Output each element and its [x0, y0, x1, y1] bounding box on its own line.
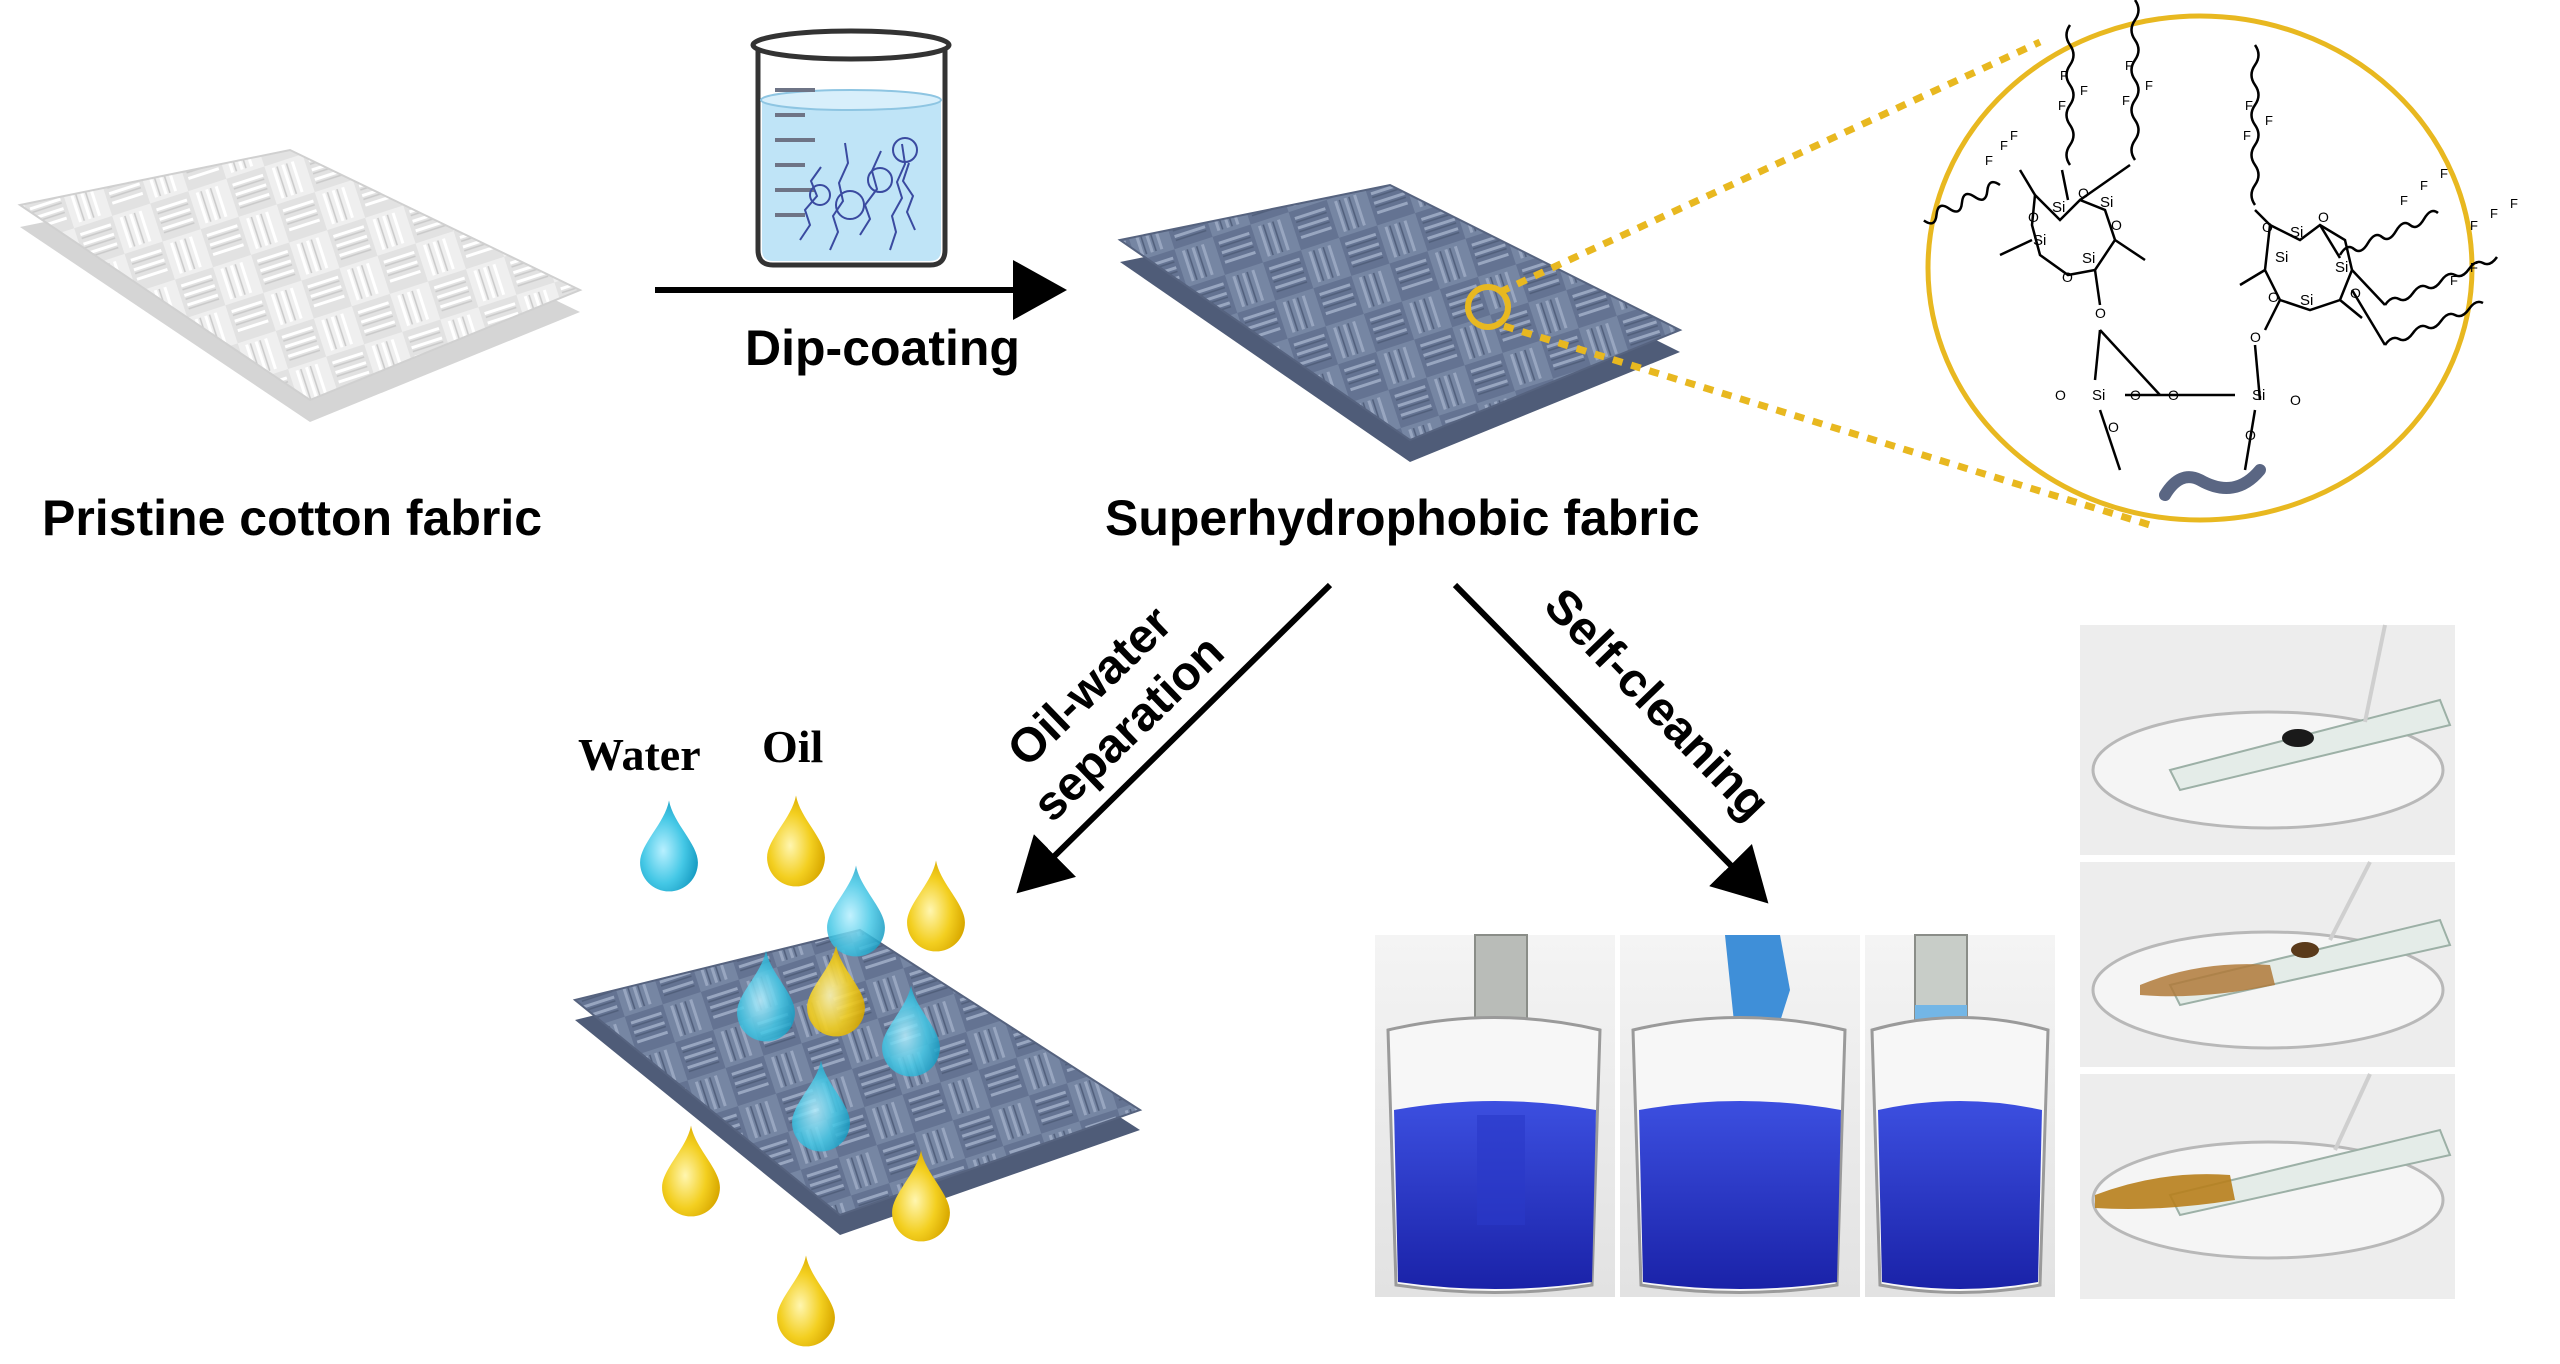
magnifier-callout	[1465, 13, 2475, 529]
svg-text:Si: Si	[2275, 249, 2288, 266]
svg-text:Si: Si	[2290, 224, 2303, 241]
svg-text:F: F	[2490, 206, 2498, 221]
svg-text:F: F	[1985, 153, 1993, 168]
svg-text:F: F	[2245, 98, 2253, 113]
svg-text:F: F	[2400, 193, 2408, 208]
svg-text:O: O	[2095, 305, 2106, 321]
oil-label: Oil	[762, 721, 823, 772]
svg-text:Si: Si	[2300, 292, 2313, 309]
fluorosilane-structure: FFF FFF FFF FFF FFF FFF FF	[1923, 0, 2518, 501]
svg-text:F: F	[2000, 138, 2008, 153]
svg-text:F: F	[2470, 218, 2478, 233]
svg-text:F: F	[2125, 58, 2133, 73]
svg-text:O: O	[2111, 217, 2122, 233]
svg-text:Si: Si	[2033, 232, 2046, 249]
beaker-icon	[750, 28, 952, 268]
oil-water-fabric-illustration	[572, 928, 1143, 1235]
dip-coating-label: Dip-coating	[745, 320, 1020, 376]
svg-text:Si: Si	[2335, 259, 2348, 276]
svg-text:F: F	[2265, 113, 2273, 128]
svg-text:Si: Si	[2082, 250, 2095, 267]
svg-text:Si: Si	[2052, 199, 2065, 216]
svg-text:O: O	[2108, 419, 2119, 435]
self-cleaning-beaker-photos	[1375, 934, 2055, 1297]
svg-text:F: F	[2010, 128, 2018, 143]
svg-text:F: F	[2145, 78, 2153, 93]
petri-photo-2	[2080, 861, 2455, 1067]
superhydrophobic-fabric-illustration	[1117, 183, 1683, 462]
svg-text:O: O	[2130, 387, 2141, 403]
water-label: Water	[578, 729, 701, 780]
svg-text:F: F	[2510, 196, 2518, 211]
svg-text:Si: Si	[2252, 387, 2265, 404]
beaker-photo-1	[1375, 934, 1615, 1297]
svg-text:F: F	[2420, 178, 2428, 193]
pristine-fabric-label: Pristine cotton fabric	[42, 490, 542, 546]
pristine-fabric-illustration	[17, 148, 583, 422]
self-cleaning-petri-photos	[2080, 624, 2455, 1299]
svg-text:F: F	[2440, 166, 2448, 181]
petri-photo-3	[2080, 1073, 2455, 1299]
svg-text:F: F	[2243, 128, 2251, 143]
svg-text:O: O	[2028, 209, 2039, 225]
svg-text:Si: Si	[2092, 387, 2105, 404]
svg-text:O: O	[2350, 285, 2361, 301]
svg-text:O: O	[2262, 219, 2273, 235]
svg-text:F: F	[2122, 93, 2130, 108]
self-cleaning-arrow	[1452, 582, 1769, 904]
petri-photo-1	[2080, 624, 2455, 855]
svg-text:O: O	[2062, 269, 2073, 285]
svg-text:F: F	[2060, 68, 2068, 83]
beaker-photo-3	[1865, 934, 2055, 1297]
oil-water-arrow	[1016, 582, 1333, 894]
svg-text:O: O	[2168, 387, 2179, 403]
svg-text:O: O	[2245, 427, 2256, 443]
svg-text:O: O	[2318, 209, 2329, 225]
svg-text:O: O	[2250, 329, 2261, 345]
superhydrophobic-fabric-label: Superhydrophobic fabric	[1105, 490, 1700, 546]
svg-text:F: F	[2470, 260, 2478, 275]
svg-text:F: F	[2450, 273, 2458, 288]
beaker-photo-2	[1620, 935, 1860, 1297]
svg-text:O: O	[2055, 387, 2066, 403]
svg-text:Si: Si	[2100, 194, 2113, 211]
svg-text:F: F	[2080, 83, 2088, 98]
svg-text:O: O	[2078, 185, 2089, 201]
svg-text:O: O	[2268, 289, 2279, 305]
svg-text:F: F	[2058, 98, 2066, 113]
svg-text:O: O	[2290, 392, 2301, 408]
